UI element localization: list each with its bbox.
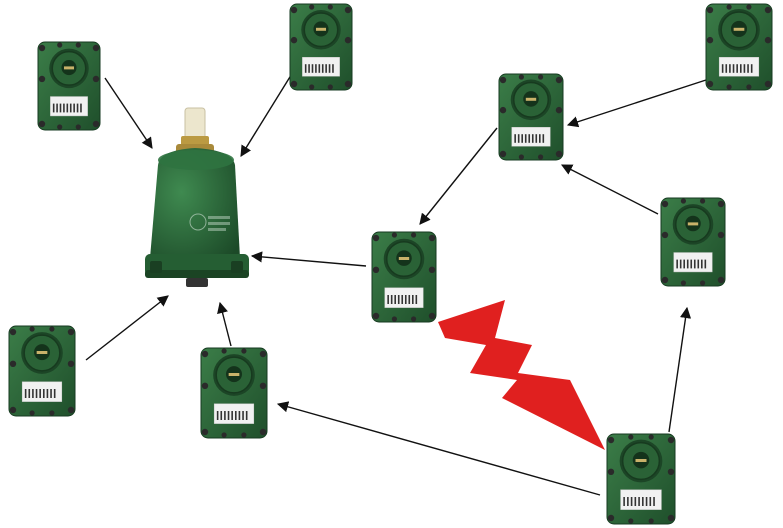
link-arrow-n10-to-n8 (668, 306, 692, 433)
wireless-sensor-node-icon (371, 231, 437, 323)
wireless-sensor-node-icon (705, 3, 773, 91)
link-arrow-n4-to-gw (217, 301, 232, 347)
link-arrow-n2-to-gw (240, 71, 294, 157)
wireless-sensor-node-icon (289, 3, 353, 91)
wireless-sensor-node-icon (200, 347, 268, 439)
wireless-sensor-node-icon (660, 197, 726, 287)
link-arrow-n8-to-n6 (561, 164, 659, 215)
link-arrow-n10-to-n4 (276, 401, 601, 496)
link-arrow-n1-to-gw (104, 77, 153, 149)
wireless-sensor-node-icon (498, 73, 564, 161)
link-arrow-n6-to-n5 (419, 127, 498, 225)
lightning-bolt-icon (438, 300, 605, 450)
wireless-sensor-node-icon (606, 433, 676, 525)
wireless-sensor-node-icon (37, 41, 101, 131)
link-arrow-n3-to-gw (85, 295, 169, 361)
link-arrow-n5-to-gw (250, 251, 367, 267)
link-arrow-n7-to-n6 (566, 79, 707, 128)
gateway-receiver-icon (145, 107, 249, 287)
nodes-layer (8, 3, 773, 525)
links-layer (85, 71, 707, 496)
wireless-sensor-node-icon (8, 325, 76, 417)
